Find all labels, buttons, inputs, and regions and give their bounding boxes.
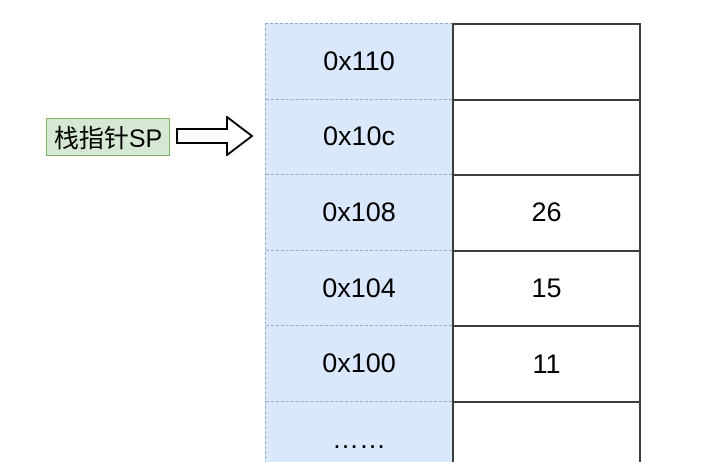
value-cell bbox=[454, 101, 639, 177]
address-cell: 0x10c bbox=[266, 100, 452, 176]
value-cell bbox=[454, 403, 639, 462]
address-cell: 0x110 bbox=[266, 24, 452, 100]
address-cell: 0x104 bbox=[266, 251, 452, 327]
right-arrow-icon bbox=[176, 116, 254, 156]
value-cell: 15 bbox=[454, 252, 639, 328]
stack-pointer-label: 栈指针SP bbox=[46, 118, 170, 156]
address-cell: …… bbox=[332, 424, 386, 455]
address-cell: 0x100 bbox=[266, 326, 452, 402]
address-cell: 0x108 bbox=[266, 175, 452, 251]
value-cell bbox=[454, 25, 639, 101]
value-cell: 11 bbox=[454, 327, 639, 403]
value-cell: 26 bbox=[454, 176, 639, 252]
